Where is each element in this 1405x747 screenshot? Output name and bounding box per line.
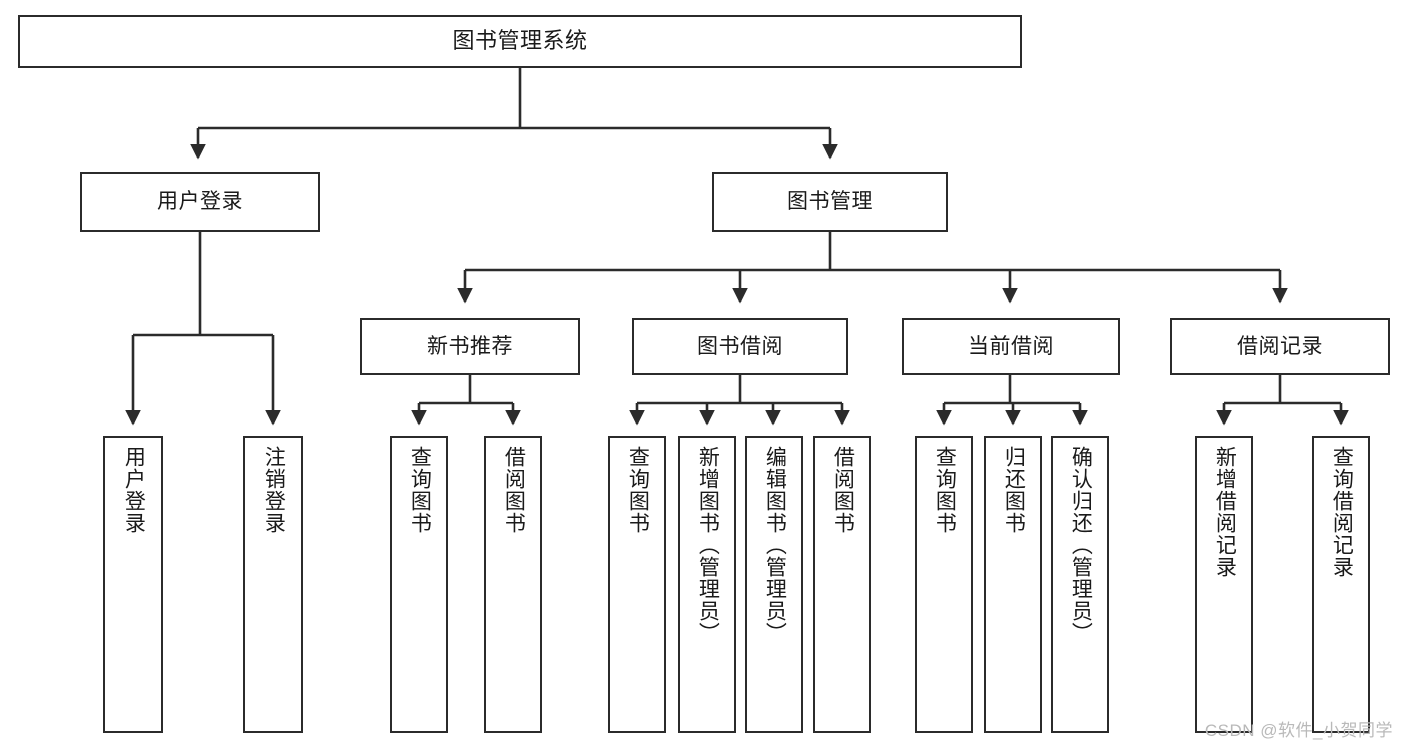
node-new-book-recommend[interactable]: 新书推荐	[360, 318, 580, 375]
leaf-record-add-borrow-record[interactable]: 新增借阅记录	[1195, 436, 1253, 733]
node-label: 编辑图书（管理员）	[763, 446, 787, 644]
node-book-borrow[interactable]: 图书借阅	[632, 318, 848, 375]
node-label: 借阅记录	[1237, 334, 1323, 358]
leaf-borrow-edit-book-admin[interactable]: 编辑图书（管理员）	[745, 436, 803, 733]
leaf-recommend-query-book[interactable]: 查询图书	[390, 436, 448, 733]
node-label: 借阅图书	[831, 446, 855, 534]
leaf-user-login-login[interactable]: 用户登录	[103, 436, 163, 733]
node-label: 用户登录	[122, 446, 146, 534]
node-user-login[interactable]: 用户登录	[80, 172, 320, 232]
node-label: 当前借阅	[968, 334, 1054, 358]
node-borrow-record[interactable]: 借阅记录	[1170, 318, 1390, 375]
leaf-current-query-book[interactable]: 查询图书	[915, 436, 973, 733]
leaf-user-login-logout[interactable]: 注销登录	[243, 436, 303, 733]
node-label: 归还图书	[1002, 446, 1026, 534]
node-label: 新增图书（管理员）	[696, 446, 720, 644]
leaf-borrow-query-book[interactable]: 查询图书	[608, 436, 666, 733]
node-label: 图书管理	[787, 190, 873, 214]
leaf-current-return-book[interactable]: 归还图书	[984, 436, 1042, 733]
leaf-record-query-borrow-record[interactable]: 查询借阅记录	[1312, 436, 1370, 733]
leaf-borrow-add-book-admin[interactable]: 新增图书（管理员）	[678, 436, 736, 733]
leaf-current-confirm-return-admin[interactable]: 确认归还（管理员）	[1051, 436, 1109, 733]
leaf-recommend-borrow-book[interactable]: 借阅图书	[484, 436, 542, 733]
node-label: 图书管理系统	[452, 28, 588, 54]
node-label: 用户登录	[157, 190, 243, 214]
node-label: 新书推荐	[427, 334, 513, 358]
csdn-watermark: CSDN @软件_小贺同学	[1204, 721, 1393, 740]
node-label: 确认归还（管理员）	[1069, 446, 1093, 644]
node-label: 借阅图书	[502, 446, 526, 534]
node-root-book-management-system[interactable]: 图书管理系统	[18, 15, 1022, 68]
node-label: 查询图书	[933, 446, 957, 534]
node-label: 图书借阅	[697, 334, 783, 358]
node-current-borrow[interactable]: 当前借阅	[902, 318, 1120, 375]
node-book-management[interactable]: 图书管理	[712, 172, 948, 232]
node-label: 注销登录	[262, 446, 286, 534]
node-label: 查询借阅记录	[1330, 446, 1354, 578]
node-label: 查询图书	[626, 446, 650, 534]
leaf-borrow-borrow-book[interactable]: 借阅图书	[813, 436, 871, 733]
node-label: 查询图书	[408, 446, 432, 534]
node-label: 新增借阅记录	[1213, 446, 1237, 578]
